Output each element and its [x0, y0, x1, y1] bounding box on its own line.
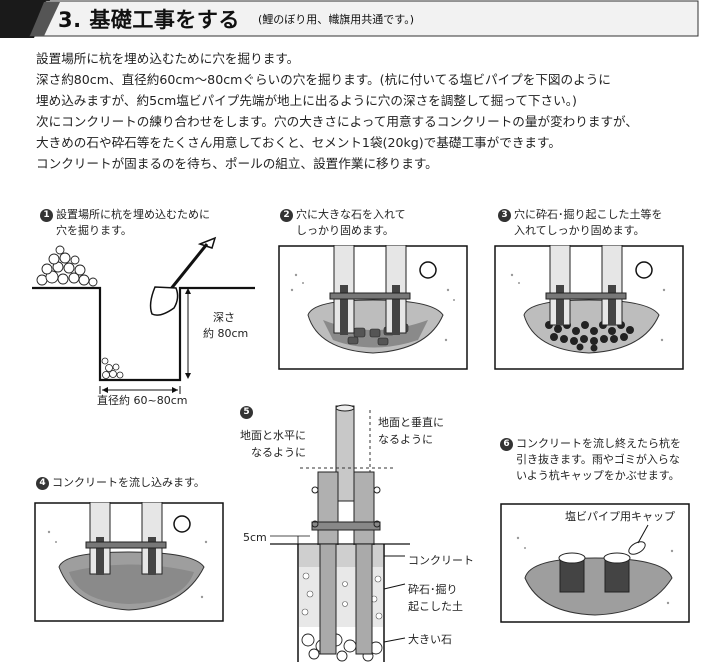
step-text: 穴に砕石･掘り起こした土等を [514, 208, 663, 221]
depth-value-label: 約 80cm [203, 327, 249, 340]
section-header: 3. 基礎工事をする (鯉のぼり用、幟旗用共通です。) [0, 0, 700, 38]
step-text: しっかり固めます。 [296, 224, 394, 237]
intro-text: 設置場所に杭を埋め込むために穴を掘ります。 深さ約80cm、直径約60cm～80… [36, 48, 716, 174]
intro-line: 次にコンクリートの練り合わせをします。穴の大きさによって用意するコンクリートの量… [36, 114, 638, 129]
depth-label: 深さ [213, 311, 235, 324]
step-5-cross-section [270, 404, 410, 662]
step-text: 穴を掘ります。 [56, 224, 132, 237]
step-text: 設置場所に杭を埋め込むために [56, 208, 210, 221]
step-4-illustration [34, 502, 224, 622]
step-6-illustration [500, 503, 690, 623]
vertical-label: 地面と垂直に [378, 416, 444, 429]
section-subtitle: (鯉のぼり用、幟旗用共通です。) [258, 13, 414, 26]
big-stone-label: 大きい石 [408, 633, 452, 646]
step-number-badge: 2 [280, 209, 293, 222]
section-title: 3. 基礎工事をする [58, 8, 240, 32]
step-2-illustration [278, 245, 468, 370]
cap-label: 塩ビパイプ用キャップ [565, 510, 675, 523]
step-text: 入れてしっかり固めます。 [514, 224, 645, 237]
vertical-label: なるように [378, 433, 433, 446]
step-number-badge: 1 [40, 209, 53, 222]
horizontal-label: なるように [251, 446, 306, 459]
gravel-label: 起こした土 [408, 600, 463, 613]
step-number-badge: 5 [240, 406, 253, 419]
step-text: コンクリートを流し込みます。 [52, 476, 205, 489]
step-text: 引き抜きます。雨やゴミが入らな [516, 453, 680, 466]
step-3-illustration [494, 245, 684, 370]
intro-line: コンクリートが固まるのを待ち、ポールの組立、設置作業に移ります。 [36, 156, 438, 171]
stone-pile [36, 245, 98, 287]
five-cm-label: 5cm [243, 531, 267, 544]
diameter-label: 直径約 60~80cm [97, 394, 188, 407]
intro-line: 設置場所に杭を埋め込むために穴を掘ります。 [36, 51, 300, 66]
horizontal-label: 地面と水平に [240, 429, 306, 442]
gravel-label: 砕石･掘り [408, 583, 458, 596]
step-5-caption: 5 [240, 404, 256, 420]
step-1-illustration [32, 236, 255, 394]
intro-line: 大きめの石や砕石等をたくさん用意しておくと、セメント1袋(20kg)で基礎工事が… [36, 135, 561, 150]
step-text: コンクリートを流し終えたら杭を [516, 437, 681, 450]
intro-line: 埋め込みますが、約5cm塩ビパイプ先端が地上に出るように穴の深さを調整して掘って… [36, 93, 577, 108]
step-number-badge: 6 [500, 438, 513, 451]
concrete-label: コンクリート [408, 554, 474, 567]
step-number-badge: 3 [498, 209, 511, 222]
step-number-badge: 4 [36, 477, 49, 490]
step-text: いよう杭キャップをかぶせます。 [516, 469, 680, 482]
step-text: 穴に大きな石を入れて [296, 208, 406, 221]
shovel-icon [149, 236, 217, 316]
header-banner-shape [0, 0, 699, 38]
intro-line: 深さ約80cm、直径約60cm～80cmぐらいの穴を掘ります。(杭に付いてる塩ビ… [36, 72, 611, 87]
